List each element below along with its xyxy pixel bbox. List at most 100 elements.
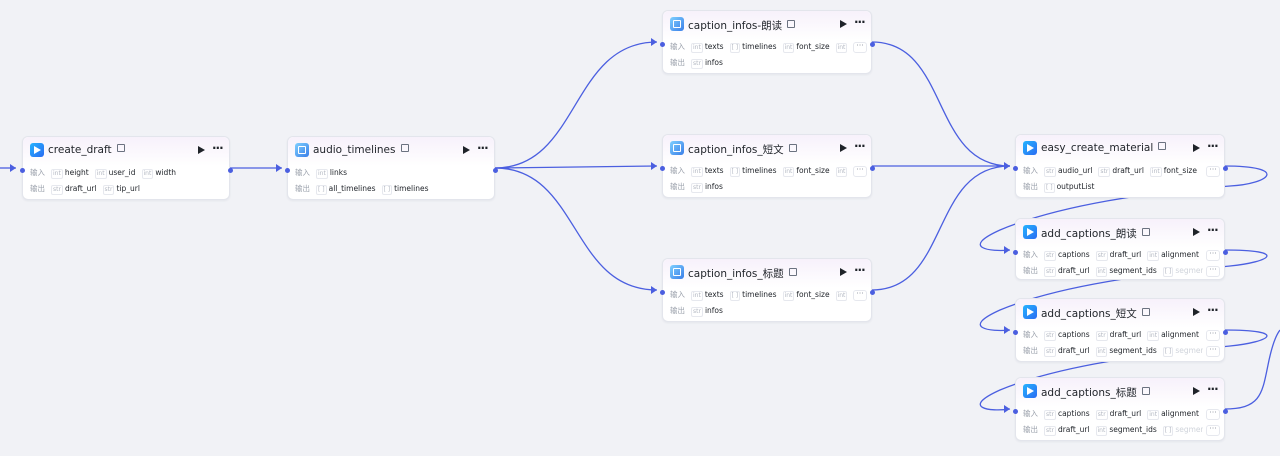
input-row-label: 输入 — [670, 42, 685, 51]
input-port[interactable] — [20, 168, 25, 173]
expand-outputs-button[interactable]: ··· — [1206, 425, 1220, 436]
output-port[interactable] — [493, 168, 498, 173]
edit-icon[interactable] — [788, 268, 797, 276]
param-name: width — [155, 168, 177, 177]
more-options-button[interactable]: ··· — [854, 139, 866, 153]
run-button[interactable] — [840, 20, 847, 28]
edit-icon[interactable] — [1141, 228, 1150, 236]
more-options-button[interactable]: ··· — [1207, 139, 1219, 153]
more-options-button[interactable]: ··· — [1207, 223, 1219, 237]
output-port[interactable] — [870, 42, 875, 47]
node-header — [1016, 219, 1224, 248]
param-type: int — [1095, 347, 1108, 357]
param-name: alignment — [1161, 330, 1199, 339]
arrow-easy-create — [1004, 162, 1010, 170]
param-name: timelines — [394, 184, 429, 193]
output-port[interactable] — [1223, 250, 1228, 255]
param-type: int — [1147, 251, 1160, 261]
input-port[interactable] — [660, 166, 665, 171]
code-icon — [670, 265, 684, 279]
run-button[interactable] — [1193, 144, 1200, 152]
output-port[interactable] — [228, 168, 233, 173]
node-title-text: add_captions_朗读 — [1041, 228, 1137, 240]
expand-outputs-button[interactable]: ··· — [1206, 266, 1220, 277]
plugin-icon — [1023, 305, 1037, 319]
param-type: int — [835, 167, 848, 177]
input-port[interactable] — [660, 290, 665, 295]
param-type: [ ] — [1162, 267, 1174, 277]
edit-icon[interactable] — [1158, 142, 1167, 150]
expand-inputs-button[interactable]: ··· — [853, 166, 867, 177]
input-port[interactable] — [660, 42, 665, 47]
expand-inputs-button[interactable]: ··· — [1206, 409, 1220, 420]
run-button[interactable] — [840, 144, 847, 152]
output-port[interactable] — [1223, 166, 1228, 171]
param-type: str — [1095, 331, 1108, 341]
output-port[interactable] — [1223, 330, 1228, 335]
output-row-label: 输出 — [670, 182, 685, 191]
output-row-label: 输出 — [1023, 346, 1038, 355]
expand-inputs-button[interactable]: ··· — [1206, 250, 1220, 261]
run-button[interactable] — [463, 146, 470, 154]
input-port[interactable] — [1013, 330, 1018, 335]
expand-inputs-button[interactable]: ··· — [853, 290, 867, 301]
input-port[interactable] — [1013, 409, 1018, 414]
input-port[interactable] — [285, 168, 290, 173]
run-button[interactable] — [1193, 387, 1200, 395]
run-button[interactable] — [198, 146, 205, 154]
run-button[interactable] — [1193, 228, 1200, 236]
input-row-label: 输入 — [1023, 166, 1038, 175]
param-name: all_timelines — [328, 184, 376, 193]
input-port[interactable] — [1013, 166, 1018, 171]
arrow-add-duanwen — [1004, 326, 1010, 334]
edit-icon[interactable] — [788, 144, 797, 152]
node-title: caption_infos_短文 — [688, 142, 797, 157]
output-port[interactable] — [1223, 409, 1228, 414]
edit-icon[interactable] — [1141, 308, 1150, 316]
output-port[interactable] — [870, 166, 875, 171]
param-type: [ ] — [1162, 347, 1174, 357]
edit-icon[interactable] — [400, 144, 409, 152]
edit-icon[interactable] — [116, 144, 125, 152]
input-port[interactable] — [1013, 250, 1018, 255]
edit-icon[interactable] — [787, 20, 796, 28]
param-name: infos — [704, 182, 723, 191]
more-options-button[interactable]: ··· — [1207, 303, 1219, 317]
run-button[interactable] — [840, 268, 847, 276]
run-button[interactable] — [1193, 308, 1200, 316]
more-options-button[interactable]: ··· — [854, 263, 866, 277]
node-title-text: caption_infos_短文 — [688, 144, 784, 156]
edit-icon[interactable] — [1141, 387, 1150, 395]
param-name: captions — [1057, 250, 1090, 259]
more-options-button[interactable]: ··· — [1207, 382, 1219, 396]
more-options-button[interactable]: ··· — [854, 15, 866, 29]
output-port[interactable] — [870, 290, 875, 295]
expand-outputs-button[interactable]: ··· — [1206, 346, 1220, 357]
param-type: int — [691, 43, 703, 53]
more-options-button[interactable]: ··· — [212, 141, 224, 155]
param-name: segment_ids — [1109, 425, 1157, 434]
expand-inputs-button[interactable]: ··· — [1206, 330, 1220, 341]
param-type: int — [1147, 331, 1160, 341]
expand-inputs-button[interactable]: ··· — [1206, 166, 1220, 177]
more-options-button[interactable]: ··· — [477, 141, 489, 155]
expand-inputs-button[interactable]: ··· — [853, 42, 867, 53]
